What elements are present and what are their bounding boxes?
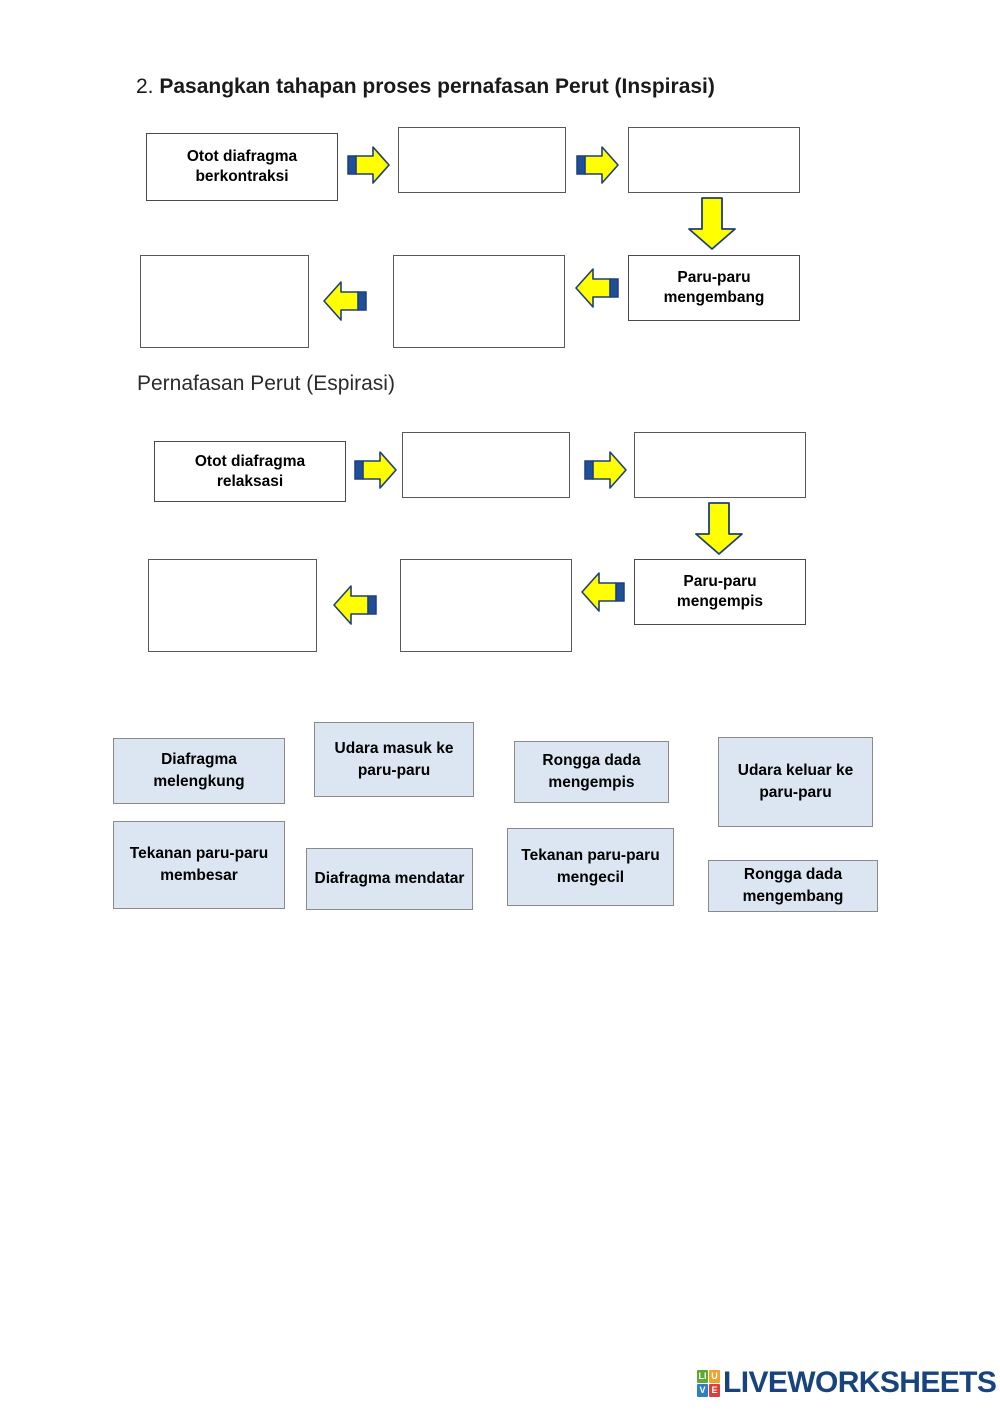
- question-number: 2.: [136, 75, 154, 98]
- flow-box-esp-3-blank[interactable]: [634, 432, 806, 498]
- liveworksheets-logo-icon: LI U V E: [697, 1369, 720, 1397]
- flow-box-insp-4: Paru-paru mengembang: [628, 255, 800, 321]
- arrow-right-icon: [347, 143, 391, 187]
- page-title: 2. Pasangkan tahapan proses pernafasan P…: [136, 74, 715, 100]
- answer-chip[interactable]: Udara keluar ke paru-paru: [718, 737, 873, 827]
- flow-box-insp-6-blank[interactable]: [140, 255, 309, 348]
- arrow-left-icon: [578, 569, 626, 615]
- arrow-down-icon: [692, 501, 746, 557]
- answer-chip[interactable]: Diafragma melengkung: [113, 738, 285, 804]
- flow-box-esp-2-blank[interactable]: [402, 432, 570, 498]
- liveworksheets-logo: LI U V E LIVEWORKSHEETS: [697, 1366, 997, 1399]
- flow-box-esp-1: Otot diafragma relaksasi: [154, 441, 346, 502]
- logo-tile-e: E: [709, 1383, 720, 1397]
- arrow-down-icon: [685, 196, 739, 252]
- flow-box-insp-1: Otot diafragma berkontraksi: [146, 133, 338, 201]
- flow-box-insp-5-blank[interactable]: [393, 255, 565, 348]
- arrow-right-icon: [584, 448, 628, 492]
- flow-box-insp-2-blank[interactable]: [398, 127, 566, 193]
- arrow-right-icon: [354, 448, 398, 492]
- flow-box-insp-3-blank[interactable]: [628, 127, 800, 193]
- arrow-left-icon: [320, 278, 368, 324]
- logo-wordmark: LIVEWORKSHEETS: [723, 1366, 997, 1399]
- answer-chip[interactable]: Rongga dada mengempis: [514, 741, 669, 803]
- arrow-left-icon: [330, 582, 378, 628]
- flow-box-esp-4: Paru-paru mengempis: [634, 559, 806, 625]
- logo-tile-v: V: [697, 1383, 708, 1397]
- answer-chip[interactable]: Tekanan paru-paru membesar: [113, 821, 285, 909]
- answer-chip[interactable]: Diafragma mendatar: [306, 848, 473, 910]
- logo-tile-li: LI: [697, 1369, 708, 1383]
- section-title-espirasi: Pernafasan Perut (Espirasi): [137, 372, 395, 395]
- arrow-left-icon: [572, 265, 620, 311]
- flow-box-esp-5-blank[interactable]: [400, 559, 572, 652]
- flow-box-esp-6-blank[interactable]: [148, 559, 317, 652]
- answer-chip[interactable]: Tekanan paru-paru mengecil: [507, 828, 674, 906]
- logo-tile-u: U: [709, 1369, 720, 1383]
- answer-chip[interactable]: Rongga dada mengembang: [708, 860, 878, 912]
- question-title-text: Pasangkan tahapan proses pernafasan Peru…: [159, 75, 715, 98]
- answer-chip[interactable]: Udara masuk ke paru-paru: [314, 722, 474, 797]
- arrow-right-icon: [576, 143, 620, 187]
